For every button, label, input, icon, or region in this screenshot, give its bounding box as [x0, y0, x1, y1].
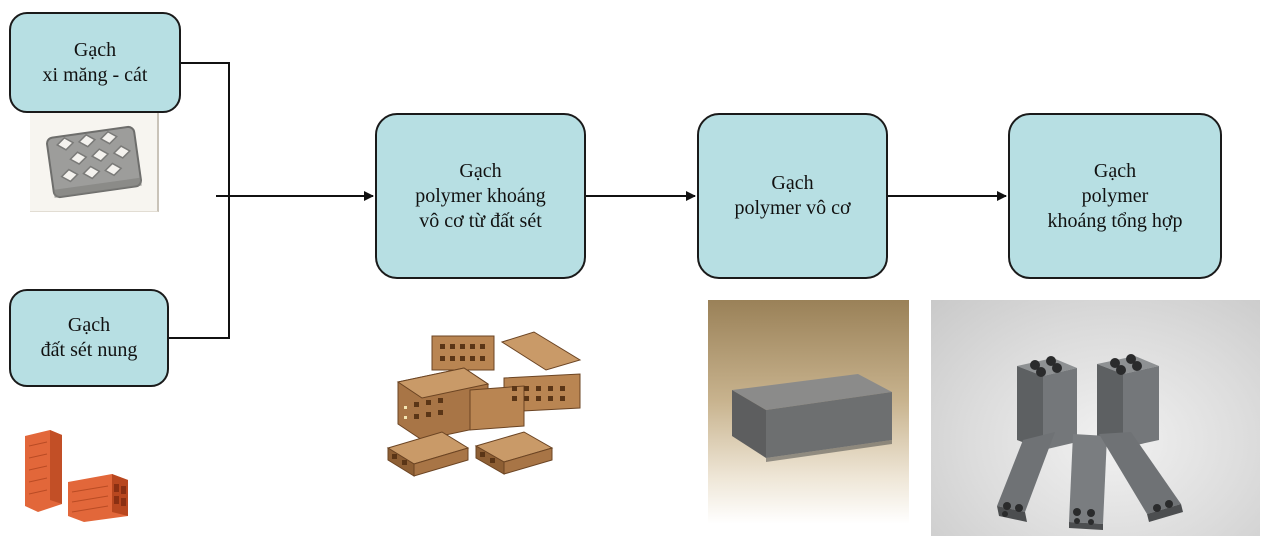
hollow-clay-brick-photo [20, 426, 140, 524]
perforated-brown-bricks-illustration [384, 330, 594, 480]
box-synthetic-mineral-polymer-line2: polymer [1081, 184, 1149, 207]
box-cement-sand-brick: Gạch xi măng - cát [9, 12, 181, 113]
box-inorganic-polymer-line2: polymer vô cơ [734, 197, 851, 219]
merge-bracket [169, 62, 230, 339]
grey-hollow-blocks-photo [931, 300, 1260, 536]
solid-grey-block-photo [708, 300, 909, 524]
box-fired-clay-line2: đất sét nung [40, 339, 138, 361]
box-cement-sand-line1: Gạch [73, 38, 117, 61]
box-cement-sand-line2: xi măng - cát [42, 63, 148, 86]
box-inorganic-polymer-line1: Gạch [771, 172, 814, 194]
box-fired-clay-line1: Gạch [67, 314, 111, 336]
box-synthetic-mineral-polymer-line3: khoáng tổng hợp [1047, 209, 1183, 232]
box-clay-geopolymer-brick: Gạch polymer khoáng vô cơ từ đất sét [375, 113, 586, 279]
box-synthetic-mineral-polymer-line1: Gạch [1093, 159, 1137, 182]
box-inorganic-polymer-brick: Gạch polymer vô cơ [697, 113, 888, 279]
box-clay-geopolymer-line1: Gạch [459, 159, 502, 182]
box-synthetic-mineral-polymer-brick: Gạch polymer khoáng tổng hợp [1008, 113, 1222, 279]
box-clay-geopolymer-line2: polymer khoáng [415, 184, 546, 207]
box-fired-clay-brick: Gạch đất sét nung [9, 289, 169, 387]
box-clay-geopolymer-line3: vô cơ từ đất sét [419, 209, 542, 232]
grass-paver-block-photo [30, 113, 159, 212]
